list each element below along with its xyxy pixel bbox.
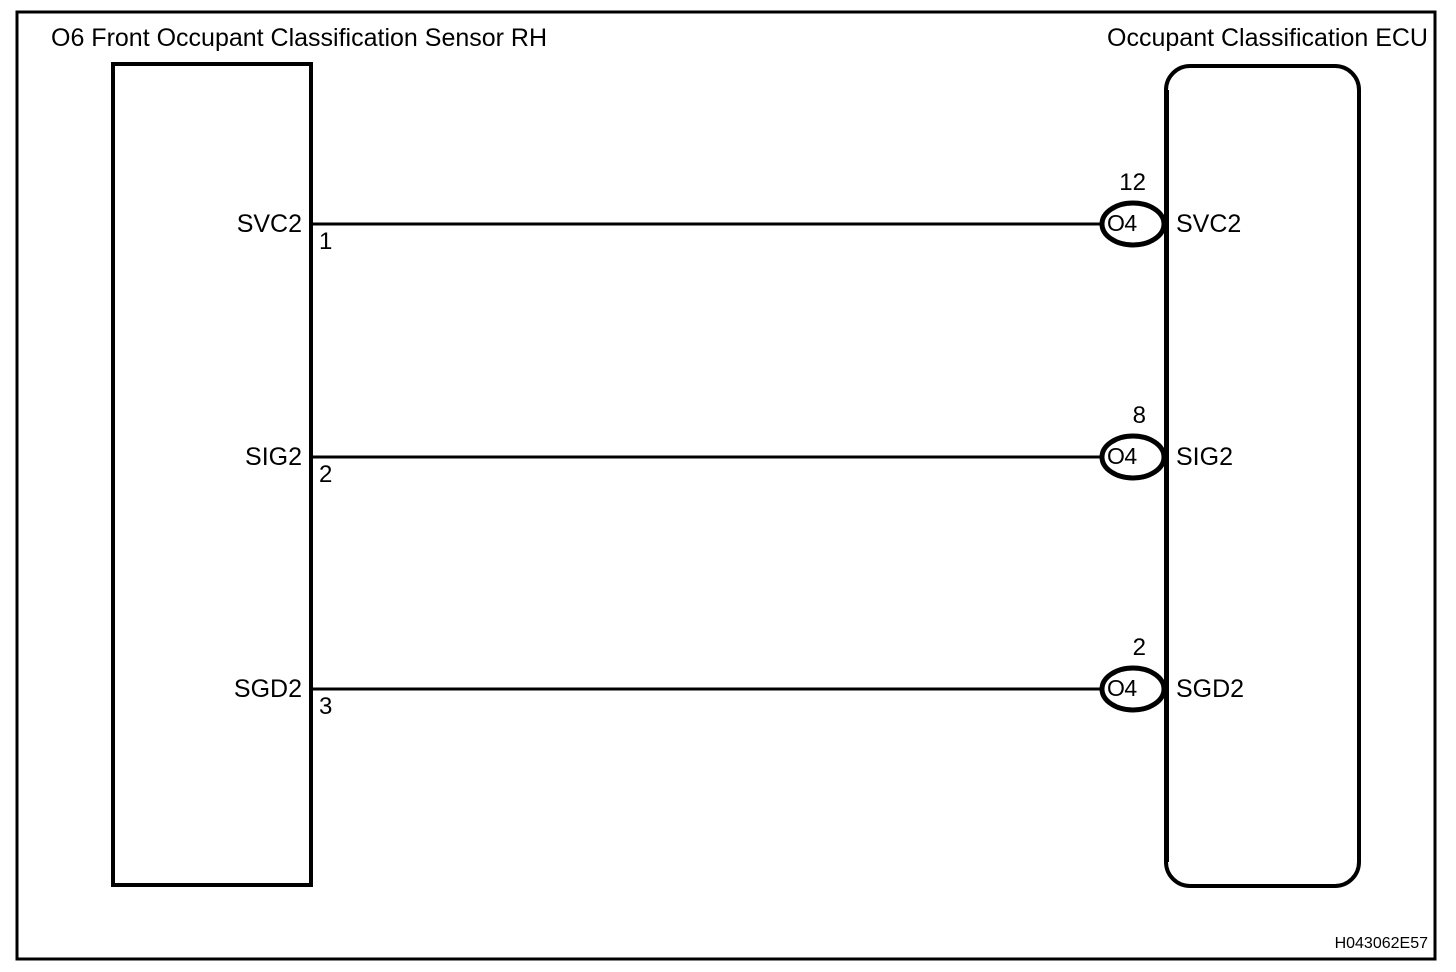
right-terminal-label-svc2: SVC2 bbox=[1176, 210, 1242, 238]
connector-oval-sig2 bbox=[1099, 433, 1167, 481]
connector-code-sig2: O4 bbox=[1107, 443, 1137, 469]
right-pin-number-sig2: 8 bbox=[1132, 402, 1146, 429]
right-terminal-label-sgd2: SGD2 bbox=[1176, 675, 1245, 703]
right-unit-title: Occupant Classification ECU bbox=[1107, 24, 1428, 52]
left-terminal-label-svc2: SVC2 bbox=[236, 210, 302, 238]
left-unit-box bbox=[111, 62, 313, 887]
connector-code-sgd2: O4 bbox=[1107, 675, 1137, 701]
connector-oval-svc2 bbox=[1099, 200, 1167, 248]
connector-oval-sgd2 bbox=[1099, 665, 1167, 713]
left-unit-title: O6 Front Occupant Classification Sensor … bbox=[51, 24, 548, 52]
left-pin-number-sig2: 2 bbox=[319, 461, 333, 488]
left-pin-number-svc2: 1 bbox=[319, 228, 333, 255]
right-terminal-label-sig2: SIG2 bbox=[1176, 443, 1233, 471]
left-terminal-label-sig2: SIG2 bbox=[245, 443, 302, 471]
reference-code: H043062E57 bbox=[1334, 935, 1428, 952]
left-terminal-label-sgd2: SGD2 bbox=[233, 675, 302, 703]
left-pin-number-sgd2: 3 bbox=[319, 693, 333, 720]
outer-frame bbox=[15, 10, 1437, 961]
right-pin-number-svc2: 12 bbox=[1119, 169, 1146, 196]
right-unit-box bbox=[1164, 64, 1361, 888]
right-pin-number-sgd2: 2 bbox=[1132, 634, 1146, 661]
connector-code-svc2: O4 bbox=[1107, 210, 1137, 236]
